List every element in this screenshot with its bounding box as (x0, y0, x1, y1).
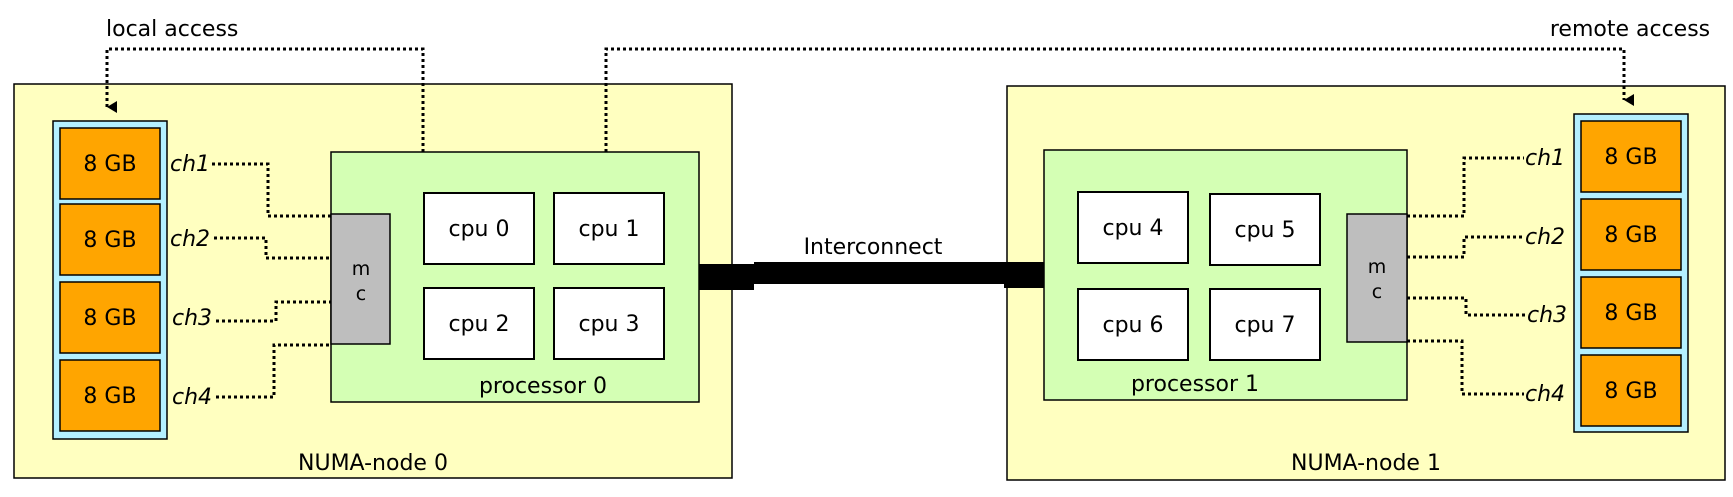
dimm-0-2-label: 8 GB (83, 228, 136, 253)
channel-0-4-label: ch4 (172, 385, 212, 410)
dimm-1-4 (1580, 354, 1682, 427)
dimm-0-4-label: 8 GB (83, 384, 136, 409)
cpu-5-box (1209, 193, 1321, 266)
dimm-1-4-label: 8 GB (1604, 379, 1657, 404)
channel-0-3-label: ch3 (172, 306, 212, 331)
dimm-1-2-label: 8 GB (1604, 223, 1657, 248)
channel-wires-1 (1407, 156, 1526, 396)
dimm-1-3 (1580, 276, 1682, 349)
dimm-0-3 (59, 281, 161, 354)
dimm-0-4 (59, 359, 161, 432)
dimm-0-3-label: 8 GB (83, 306, 136, 331)
processor-1-label: processor 1 (1131, 372, 1259, 397)
channel-1-3-label: ch3 (1527, 303, 1567, 328)
memory-controller-1-label-m: m (1368, 256, 1387, 278)
cpu-6-label: cpu 6 (1103, 313, 1164, 338)
cpu-6-box (1077, 288, 1189, 361)
numa-node-1-label: NUMA-node 1 (1291, 451, 1441, 476)
cpu-3-label: cpu 3 (579, 312, 640, 337)
cpu-5-label: cpu 5 (1235, 218, 1296, 243)
channel-0-1-label: ch1 (170, 152, 210, 177)
channel-wires-0 (212, 162, 331, 399)
local-access-label: local access (106, 17, 238, 42)
cpu-2-box (423, 287, 535, 360)
channel-0-2-label: ch2 (170, 227, 210, 252)
local-access-arrow (105, 47, 425, 152)
channel-1-1-label: ch1 (1525, 146, 1565, 171)
remote-access-arrow (604, 47, 1634, 152)
dimm-1-2 (1580, 198, 1682, 271)
cpu-1-label: cpu 1 (579, 217, 640, 242)
processor-0-label: processor 0 (479, 374, 607, 399)
dimm-0-2 (59, 203, 161, 276)
memory-controller-0 (330, 213, 391, 345)
memory-controller-1-label-c: c (1372, 281, 1382, 303)
cpu-3-box (553, 287, 665, 360)
channel-1-2-label: ch2 (1525, 225, 1565, 250)
cpu-7-box (1209, 288, 1321, 361)
interconnect-label: Interconnect (804, 235, 943, 260)
numa-node-0-label: NUMA-node 0 (298, 451, 448, 476)
cpu-0-label: cpu 0 (449, 217, 510, 242)
cpu-7-label: cpu 7 (1235, 313, 1296, 338)
memory-controller-0-label-c: c (356, 283, 366, 305)
dimm-0-1 (59, 127, 161, 200)
dimm-1-1-label: 8 GB (1604, 145, 1657, 170)
cpu-2-label: cpu 2 (449, 312, 510, 337)
channel-1-4-label: ch4 (1525, 382, 1565, 407)
cpu-4-label: cpu 4 (1103, 216, 1164, 241)
dimm-0-1-label: 8 GB (83, 152, 136, 177)
dimm-1-3-label: 8 GB (1604, 301, 1657, 326)
remote-access-label: remote access (1550, 17, 1710, 42)
memory-controller-1 (1346, 213, 1408, 343)
cpu-0-box (423, 192, 535, 265)
cpu-1-box (553, 192, 665, 265)
cpu-4-box (1077, 191, 1189, 264)
dimm-1-1 (1580, 120, 1682, 193)
interconnect-link (699, 262, 1044, 290)
memory-controller-0-label-m: m (352, 258, 371, 280)
